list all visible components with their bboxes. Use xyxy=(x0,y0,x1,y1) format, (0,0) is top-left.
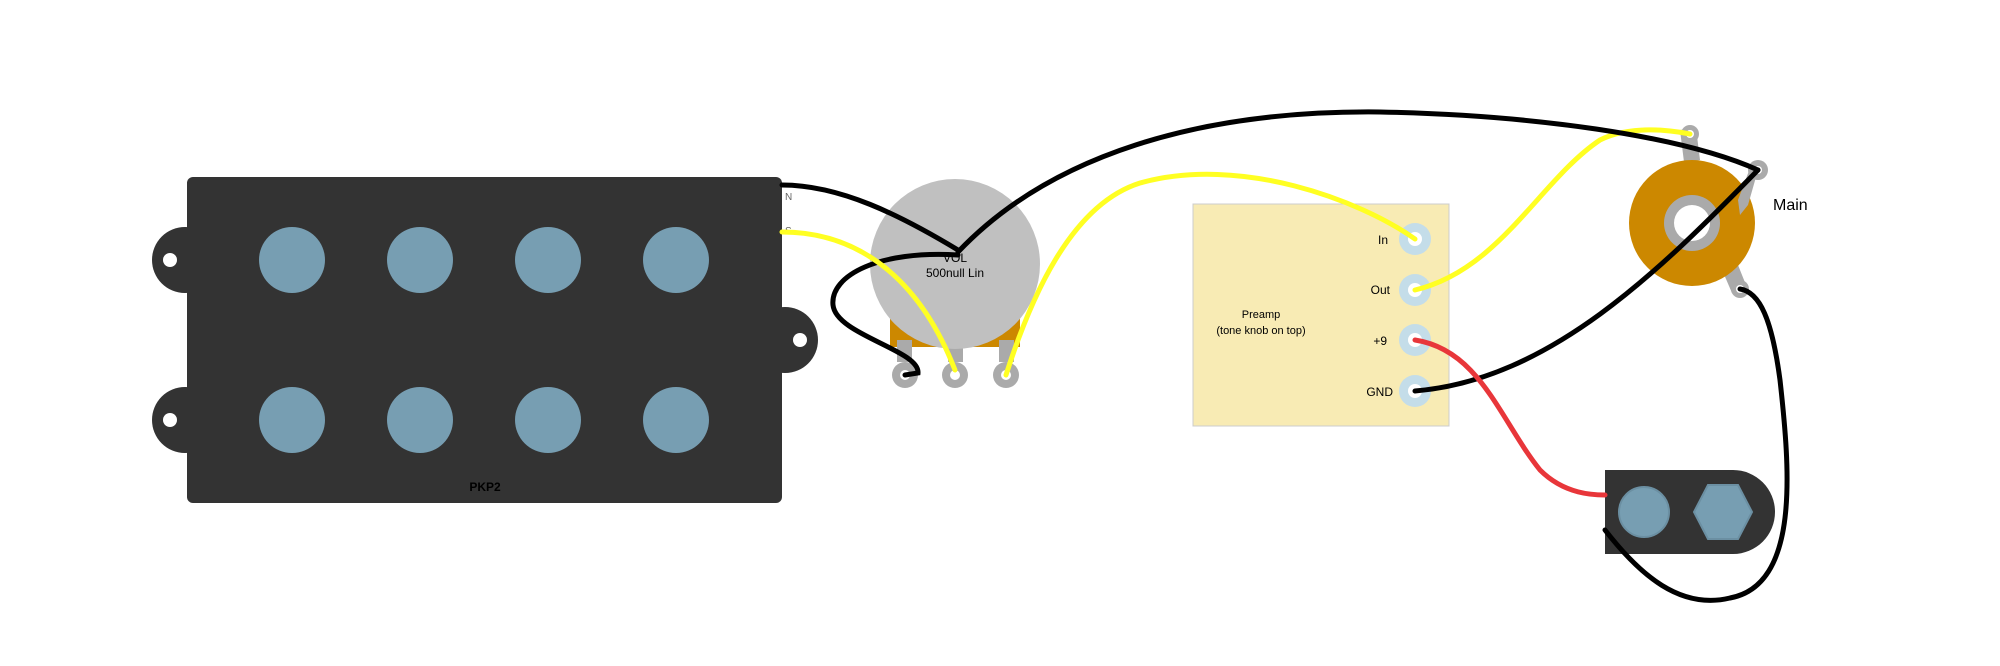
pole-piece xyxy=(643,227,709,293)
jack-switch-lug xyxy=(1738,168,1758,215)
wire-battery-black xyxy=(1602,286,1790,603)
wire-preamp-9v-red xyxy=(1412,337,1608,498)
pot-lug-hole xyxy=(950,370,960,380)
pole-piece xyxy=(259,227,325,293)
wire-pot-ground-black xyxy=(830,251,961,378)
pole-piece xyxy=(515,387,581,453)
terminal-out-label: Out xyxy=(1371,283,1391,297)
battery-terminal-hex xyxy=(1692,484,1754,540)
pickup-lead-n-label: N xyxy=(785,192,792,203)
mount-hole xyxy=(163,413,177,427)
pole-piece xyxy=(643,387,709,453)
wire-pot-to-preamp-in-yellow xyxy=(1003,171,1418,378)
terminal-gnd-label: GND xyxy=(1366,385,1393,399)
battery-terminal-round xyxy=(1618,486,1670,538)
preamp-board: Preamp (tone knob on top) In Out +9 GND xyxy=(1192,203,1450,427)
preamp-title: Preamp xyxy=(1242,309,1281,321)
preamp-note: (tone knob on top) xyxy=(1216,325,1305,337)
pole-piece xyxy=(387,227,453,293)
terminal-in-label: In xyxy=(1378,233,1388,247)
pickup-body xyxy=(187,177,782,503)
jack-hole xyxy=(1674,205,1710,241)
pickup: PKP2 N S xyxy=(152,177,818,503)
wire-ground-to-jack-black xyxy=(955,109,1761,255)
pole-piece xyxy=(387,387,453,453)
mount-hole xyxy=(793,333,807,347)
battery xyxy=(1605,470,1775,554)
jack-label: Main xyxy=(1773,197,1808,214)
wires xyxy=(779,109,1790,603)
wire-preamp-gnd-black xyxy=(1412,167,1761,394)
wire-pickup-s-yellow xyxy=(779,229,958,373)
pot-value: 500null Lin xyxy=(926,266,984,280)
mount-hole xyxy=(163,253,177,267)
terminal-9v-label: +9 xyxy=(1373,334,1387,348)
pole-piece xyxy=(515,227,581,293)
pole-piece xyxy=(259,387,325,453)
pickup-name: PKP2 xyxy=(469,480,501,494)
wire-preamp-out-to-jack-yellow xyxy=(1412,127,1693,293)
wire-pickup-n-black xyxy=(779,182,961,253)
